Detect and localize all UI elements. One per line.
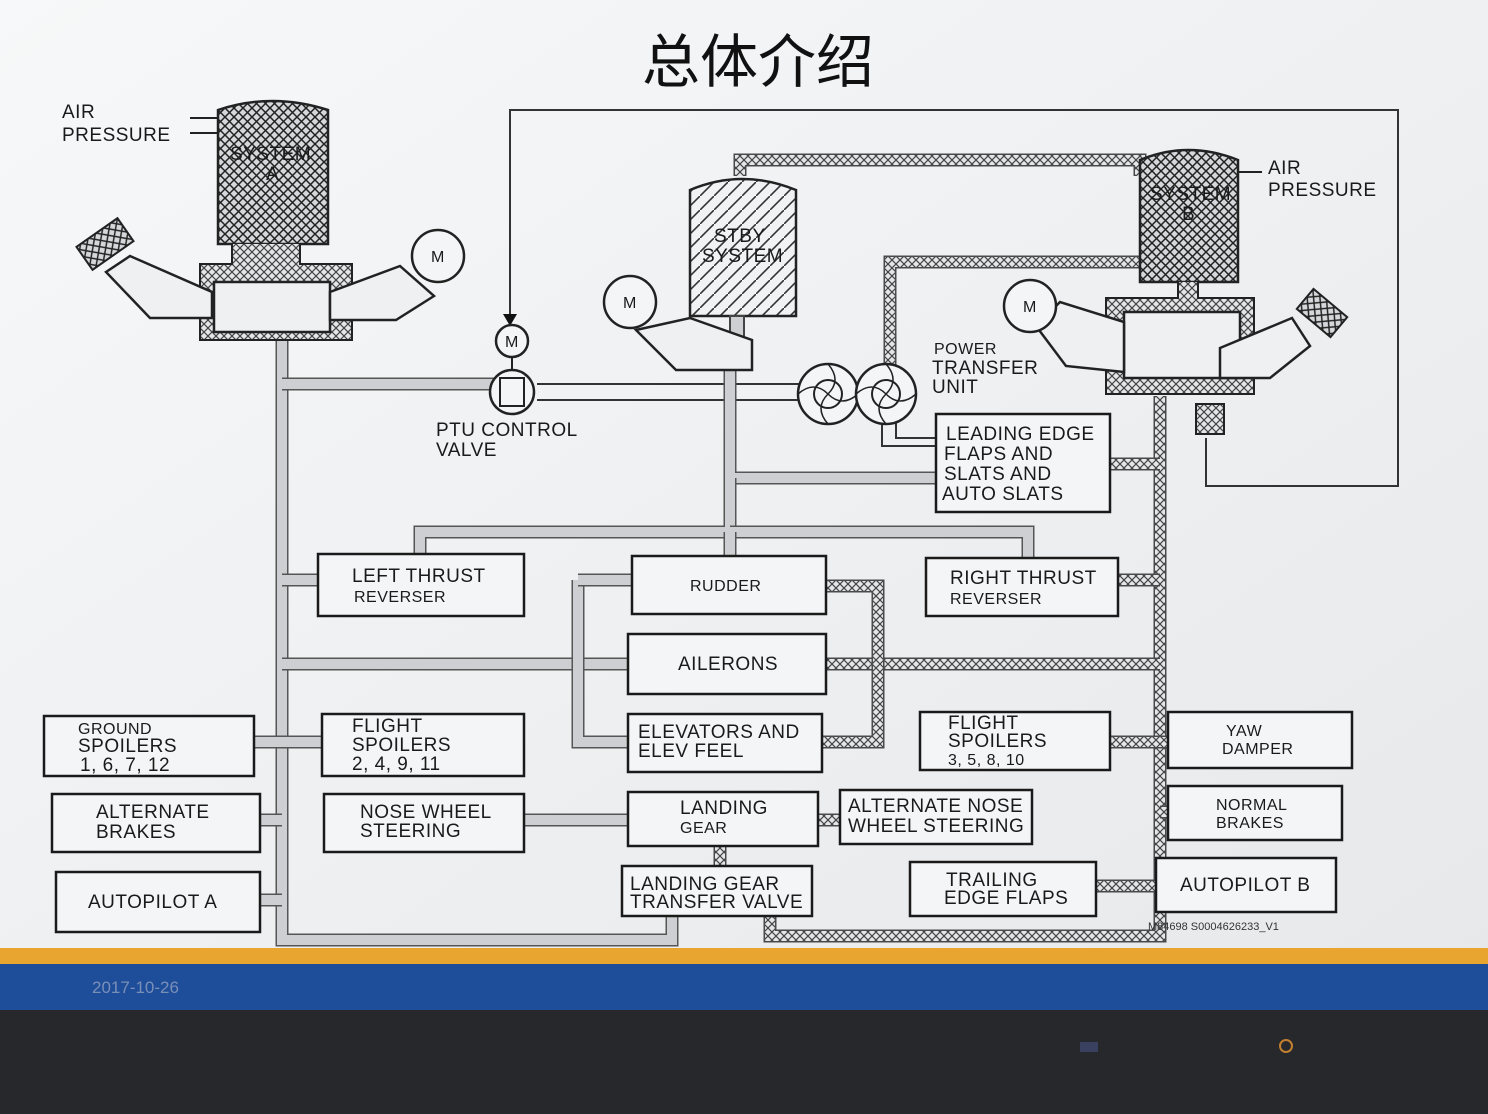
right-thrust-reverser-box: RIGHT THRUST REVERSER: [924, 556, 1120, 618]
svg-text:REVERSER: REVERSER: [354, 589, 446, 606]
footer-bar-orange: [0, 948, 1488, 964]
page-title: 总体介绍: [642, 28, 874, 96]
svg-text:SYSTEM: SYSTEM: [702, 246, 783, 267]
motor-icon-stby: [602, 274, 658, 330]
autopilot-a-box: AUTOPILOT A: [54, 870, 262, 934]
svg-text:SPOILERS: SPOILERS: [78, 736, 177, 757]
stby-reservoir: [688, 177, 798, 318]
svg-text:BRAKES: BRAKES: [96, 822, 176, 843]
svg-text:TRAILING: TRAILING: [946, 870, 1038, 891]
svg-text:STEERING: STEERING: [360, 821, 461, 842]
stby-module: M STBY SYSTEM: [602, 177, 798, 372]
svg-text:3, 5, 8, 10: 3, 5, 8, 10: [948, 752, 1025, 769]
flight-spoilers-b-box: FLIGHT SPOILERS 3, 5, 8, 10: [918, 710, 1112, 772]
figure-id: M84698 S0004626233_V1: [1148, 921, 1279, 933]
svg-text:B: B: [1182, 204, 1195, 225]
svg-text:AUTOPILOT A: AUTOPILOT A: [88, 892, 217, 913]
svg-text:STBY: STBY: [714, 226, 766, 247]
svg-text:VALVE: VALVE: [436, 440, 497, 461]
svg-text:LANDING GEAR: LANDING GEAR: [630, 874, 780, 895]
motor-icon-a: [410, 228, 466, 284]
svg-text:M: M: [431, 249, 445, 266]
svg-text:AIR: AIR: [1268, 158, 1301, 179]
trailing-edge-flaps-box: TRAILING EDGE FLAPS: [908, 860, 1098, 918]
svg-text:AUTO SLATS: AUTO SLATS: [942, 484, 1064, 505]
landing-gear-transfer-valve-box: LANDING GEAR TRANSFER VALVE: [620, 864, 814, 918]
svg-text:AILERONS: AILERONS: [678, 654, 778, 675]
svg-text:1, 6, 7, 12: 1, 6, 7, 12: [80, 755, 170, 776]
ptu-control-valve: M PTU CONTROL VALVE: [436, 323, 578, 461]
svg-text:PRESSURE: PRESSURE: [62, 125, 171, 146]
system-b-module: M SYSTEM B AIR PRESSURE: [1002, 148, 1377, 435]
svg-text:FLAPS AND: FLAPS AND: [944, 444, 1053, 465]
svg-text:ELEVATORS AND: ELEVATORS AND: [638, 722, 800, 743]
ground-spoilers-box: GROUND SPOILERS 1, 6, 7, 12: [42, 714, 256, 778]
autopilot-b-box: AUTOPILOT B: [1154, 856, 1338, 914]
svg-text:POWER: POWER: [934, 341, 997, 358]
footer-bar-blue: [0, 964, 1488, 1010]
svg-text:GEAR: GEAR: [680, 820, 727, 837]
elevators-box: ELEVATORS AND ELEV FEEL: [626, 712, 824, 774]
svg-text:A: A: [266, 164, 279, 185]
rudder-box: RUDDER: [630, 554, 828, 616]
monitor-button: [1080, 1042, 1098, 1052]
svg-text:TRANSFER VALVE: TRANSFER VALVE: [630, 892, 803, 913]
svg-text:ALTERNATE: ALTERNATE: [96, 802, 210, 823]
svg-text:GROUND: GROUND: [78, 721, 152, 738]
ailerons-box: AILERONS: [626, 632, 828, 696]
svg-text:SPOILERS: SPOILERS: [352, 735, 451, 756]
svg-text:BRAKES: BRAKES: [1216, 815, 1284, 832]
alternate-brakes-box: ALTERNATE BRAKES: [50, 792, 262, 854]
svg-text:AIR: AIR: [62, 102, 95, 123]
svg-text:SYSTEM: SYSTEM: [230, 144, 311, 165]
svg-text:FLIGHT: FLIGHT: [948, 713, 1019, 734]
svg-text:RUDDER: RUDDER: [690, 578, 761, 595]
system-a-pipes: [254, 340, 1035, 947]
thin-lines: [190, 109, 1399, 487]
landing-gear-box: LANDING GEAR: [626, 790, 820, 848]
svg-text:WHEEL STEERING: WHEEL STEERING: [848, 816, 1024, 837]
svg-text:YAW: YAW: [1226, 723, 1263, 740]
svg-text:SLATS AND: SLATS AND: [944, 464, 1052, 485]
alternate-nose-wheel-box: ALTERNATE NOSE WHEEL STEERING: [838, 788, 1034, 846]
svg-text:AUTOPILOT B: AUTOPILOT B: [1180, 875, 1310, 896]
svg-text:SYSTEM: SYSTEM: [1150, 184, 1231, 205]
normal-brakes-box: NORMAL BRAKES: [1166, 784, 1344, 842]
svg-text:UNIT: UNIT: [932, 377, 978, 398]
svg-text:LEADING EDGE: LEADING EDGE: [946, 424, 1095, 445]
svg-text:ALTERNATE NOSE: ALTERNATE NOSE: [848, 796, 1023, 817]
svg-text:M: M: [1023, 299, 1037, 316]
svg-text:LEFT THRUST: LEFT THRUST: [352, 566, 486, 587]
svg-text:ELEV FEEL: ELEV FEEL: [638, 741, 744, 762]
svg-text:M: M: [623, 295, 637, 312]
nose-wheel-steering-box: NOSE WHEEL STEERING: [322, 792, 526, 854]
motor-icon-b: [1002, 278, 1058, 334]
system-b-reservoir: [1138, 148, 1240, 284]
sun-icon: [1279, 1039, 1293, 1053]
svg-text:PRESSURE: PRESSURE: [1268, 180, 1377, 201]
svg-text:REVERSER: REVERSER: [950, 591, 1042, 608]
svg-text:SPOILERS: SPOILERS: [948, 731, 1047, 752]
svg-text:TRANSFER: TRANSFER: [932, 358, 1038, 379]
power-transfer-unit: POWER TRANSFER UNIT: [796, 341, 1038, 426]
monitor-bezel: [0, 1010, 1488, 1114]
svg-text:LANDING: LANDING: [680, 798, 768, 819]
svg-text:NORMAL: NORMAL: [1216, 797, 1287, 814]
left-thrust-reverser-box: LEFT THRUST REVERSER: [316, 552, 526, 618]
svg-text:2, 4, 9, 11: 2, 4, 9, 11: [352, 754, 441, 775]
svg-text:M: M: [505, 334, 519, 351]
svg-text:EDGE FLAPS: EDGE FLAPS: [944, 888, 1068, 909]
system-a-reservoir: [216, 99, 330, 246]
flight-spoilers-a-box: FLIGHT SPOILERS 2, 4, 9, 11: [320, 712, 526, 778]
svg-text:FLIGHT: FLIGHT: [352, 716, 423, 737]
svg-text:RIGHT THRUST: RIGHT THRUST: [950, 568, 1097, 589]
le-flaps-box: LEADING EDGE FLAPS AND SLATS AND AUTO SL…: [934, 412, 1112, 514]
footer-date: 2017-10-26: [92, 978, 179, 997]
system-a-module: M SYSTEM A AIR PRESSURE: [62, 99, 466, 341]
svg-text:NOSE WHEEL: NOSE WHEEL: [360, 802, 492, 823]
svg-text:DAMPER: DAMPER: [1222, 741, 1293, 758]
yaw-damper-box: YAW DAMPER: [1166, 710, 1354, 770]
svg-text:PTU CONTROL: PTU CONTROL: [436, 420, 578, 441]
